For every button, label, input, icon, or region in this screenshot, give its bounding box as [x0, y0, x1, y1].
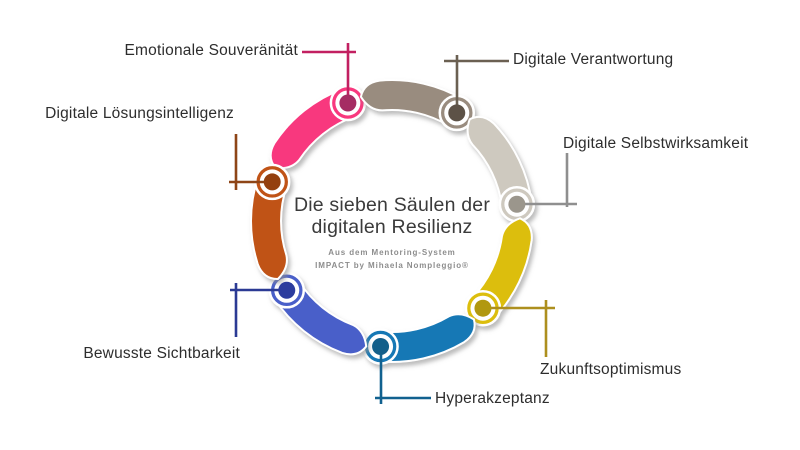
- pillar-label-hyperakzeptanz: Hyperakzeptanz: [435, 390, 550, 407]
- node-dot-digitale-selbstwirksamkeit: [508, 195, 526, 213]
- diagram-title: Die sieben Säulen der digitalen Resilien…: [232, 194, 552, 238]
- diagram-title-line2: digitalen Resilienz: [311, 216, 473, 239]
- pillar-label-bewusste-sichtbarkeit: Bewusste Sichtbarkeit: [83, 345, 240, 362]
- diagram-subtitle: Aus dem Mentoring-System IMPACT by Mihae…: [232, 247, 552, 272]
- segment-band-hyperakzeptanz: [378, 313, 476, 363]
- pillar-label-zukunftsoptimismus: Zukunftsoptimismus: [540, 361, 682, 378]
- diagram-subtitle-line2: IMPACT by Mihaela Nompleggio®: [315, 260, 469, 270]
- pillar-label-digitale-verantwortung: Digitale Verantwortung: [513, 51, 674, 68]
- segment-band-digitale-selbstwirksamkeit: [466, 115, 533, 208]
- segment-digitale-selbstwirksamkeit: [466, 115, 536, 223]
- diagram-subtitle-line1: Aus dem Mentoring-System: [328, 248, 456, 258]
- diagram-title-line1: Die sieben Säulen der: [293, 194, 491, 216]
- pillar-label-digitale-loesungsintelligenz: Digitale Lösungsintelligenz: [45, 105, 234, 122]
- segment-digitale-verantwortung: [359, 79, 476, 132]
- node-dot-zukunftsoptimismus: [474, 299, 492, 317]
- node-dot-hyperakzeptanz: [372, 337, 390, 355]
- segment-band-digitale-loesungsintelligenz: [250, 176, 288, 281]
- segment-hyperakzeptanz: [362, 313, 476, 365]
- node-dot-digitale-verantwortung: [448, 104, 466, 122]
- pillar-label-emotionale-souveraenitaet: Emotionale Souveränität: [124, 42, 298, 59]
- node-dot-emotionale-souveraenitaet: [339, 94, 357, 112]
- node-dot-bewusste-sichtbarkeit: [278, 281, 296, 299]
- center-text-block: Die sieben Säulen der digitalen Resilien…: [232, 194, 552, 272]
- pillar-label-digitale-selbstwirksamkeit: Digitale Selbstwirksamkeit: [563, 135, 749, 152]
- node-dot-digitale-loesungsintelligenz: [263, 173, 281, 191]
